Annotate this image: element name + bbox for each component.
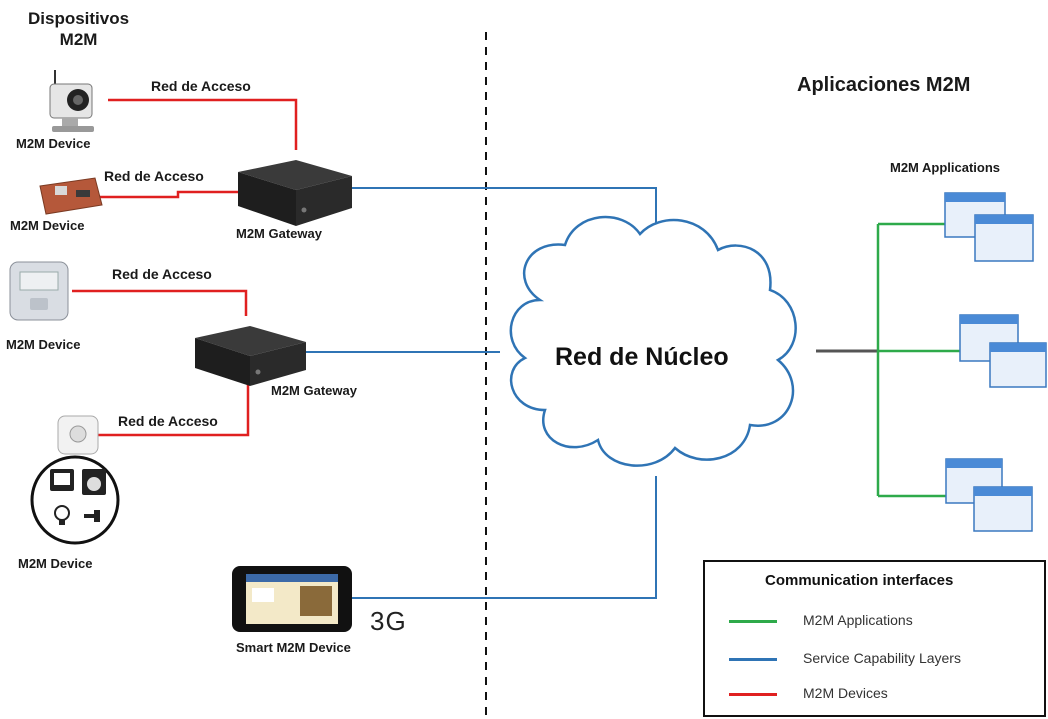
home-appliances-icon	[30, 455, 120, 545]
smart-device-label: Smart M2M Device	[236, 640, 351, 655]
board-device-icon	[39, 177, 103, 215]
legend-box: Communication interfaces M2M Application…	[703, 560, 1046, 717]
gateway-2-icon	[195, 326, 306, 386]
access-link-3	[72, 289, 248, 316]
devices-title: Dispositivos M2M	[28, 8, 129, 50]
application-window-group-3	[945, 458, 1033, 532]
device-label-2: M2M Device	[10, 218, 85, 233]
application-window-group-2	[959, 314, 1047, 388]
camera-device-icon	[49, 70, 94, 132]
meter-device-icon	[9, 261, 69, 321]
legend-swatch-service	[729, 658, 777, 661]
devices-title-line1: Dispositivos	[28, 9, 130, 28]
applications-title: Aplicaciones M2M	[797, 74, 971, 96]
device-label-1: M2M Device	[16, 136, 91, 151]
service-link-gw1	[352, 187, 657, 230]
core-network-label: Red de Núcleo	[555, 343, 729, 371]
device-label-4: M2M Device	[18, 556, 93, 571]
plug-device-icon	[57, 415, 99, 455]
devices-title-line2: M2M	[59, 30, 98, 49]
access-link-1	[108, 98, 298, 150]
access-link-4	[95, 380, 250, 437]
access-label-2: Red de Acceso	[104, 168, 204, 184]
application-links	[816, 222, 962, 498]
connection-3g-label: 3G	[370, 606, 407, 636]
access-label-4: Red de Acceso	[118, 413, 218, 429]
device-label-3: M2M Device	[6, 337, 81, 352]
legend-label-devices: M2M Devices	[803, 685, 888, 701]
access-label-3: Red de Acceso	[112, 266, 212, 282]
legend-title: Communication interfaces	[765, 572, 954, 589]
access-label-1: Red de Acceso	[151, 78, 251, 94]
gateway-label-1: M2M Gateway	[236, 226, 322, 241]
core-network-cloud	[509, 215, 797, 467]
access-links	[72, 98, 298, 437]
smart-tablet-icon	[232, 566, 352, 632]
legend-swatch-devices	[729, 693, 777, 696]
gateway-label-2: M2M Gateway	[271, 383, 357, 398]
access-link-2	[100, 190, 240, 199]
legend-swatch-applications	[729, 620, 777, 623]
service-link-smart	[352, 476, 657, 599]
legend-label-applications: M2M Applications	[803, 612, 913, 628]
application-window-group-1	[944, 192, 1034, 262]
applications-label: M2M Applications	[890, 160, 1001, 175]
service-links	[306, 187, 657, 599]
gateway-1-icon	[238, 160, 352, 226]
legend-label-service: Service Capability Layers	[803, 650, 961, 666]
